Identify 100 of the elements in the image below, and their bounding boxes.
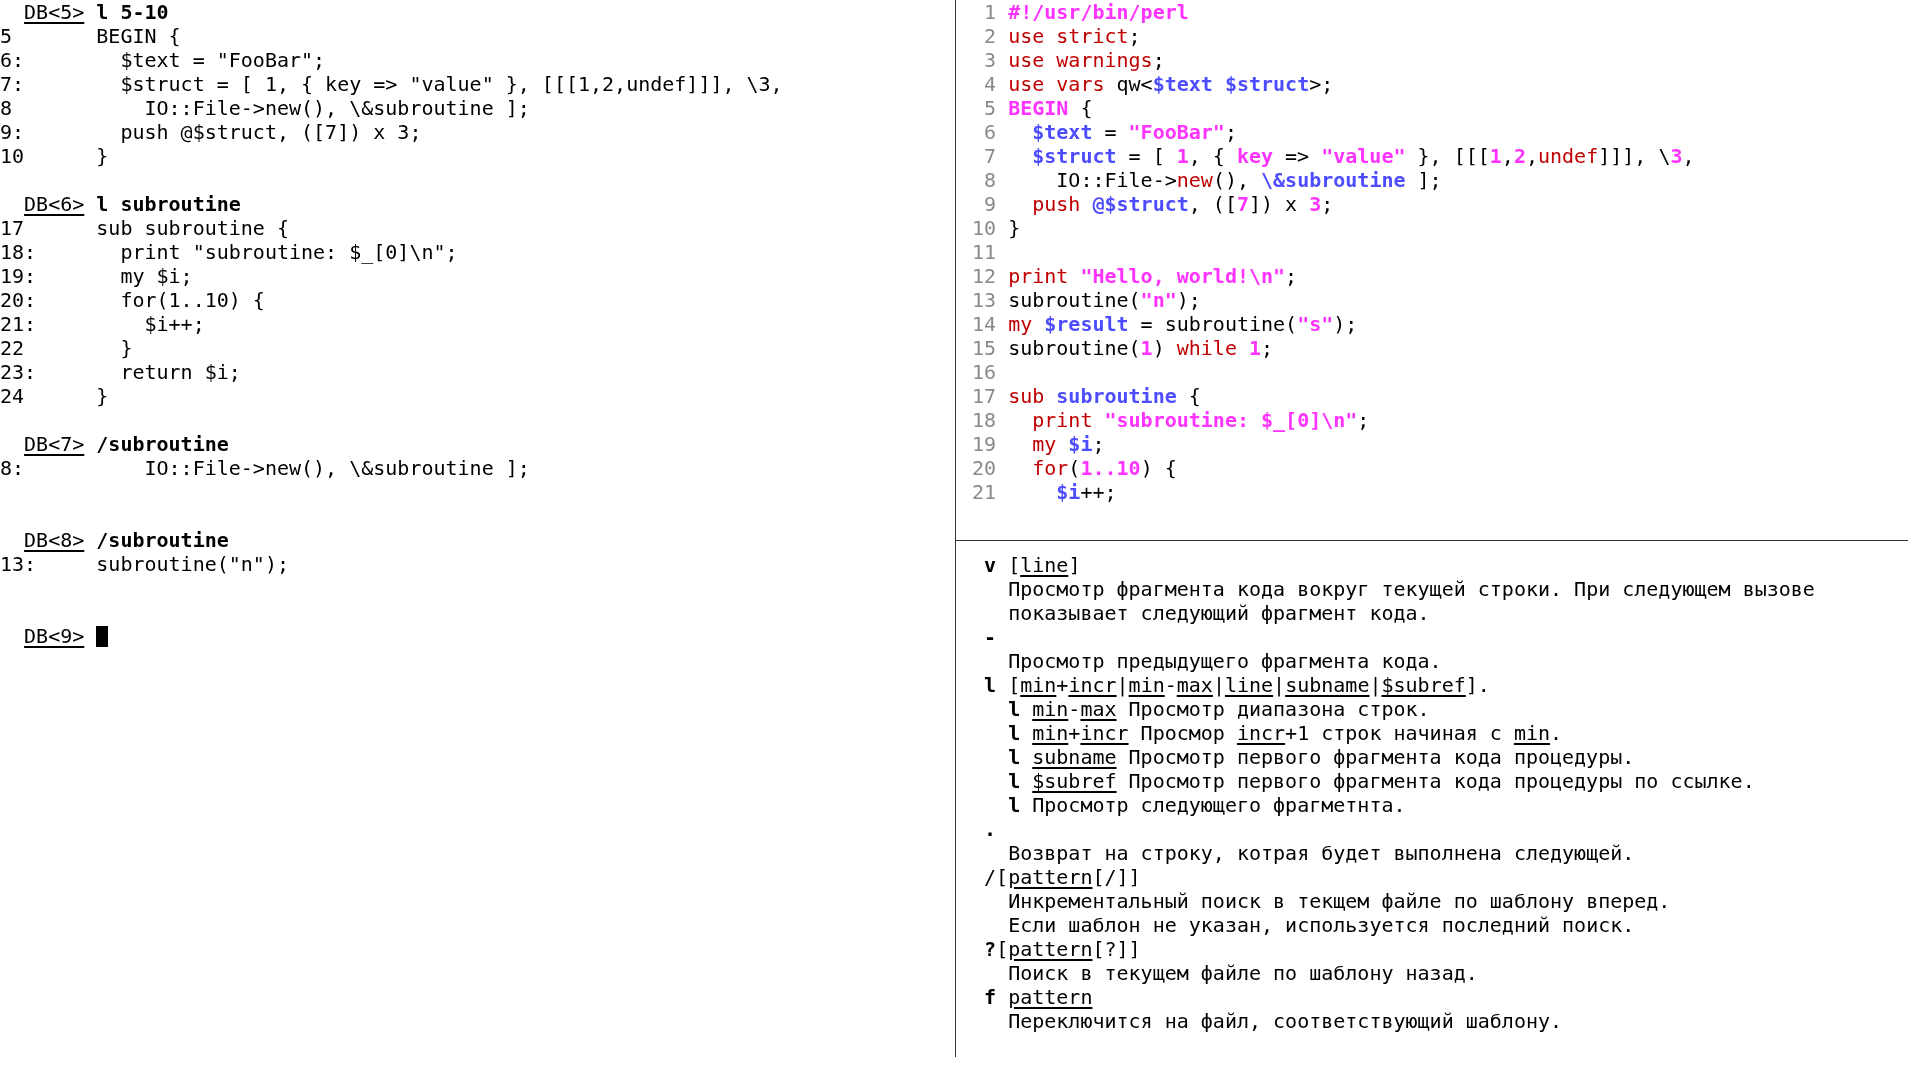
code-token: ++; — [1080, 480, 1117, 504]
code-token: = [ — [1128, 144, 1165, 168]
code-token: ; — [1357, 408, 1370, 432]
parameter-term: incr — [1236, 721, 1286, 745]
code-token: use warnings — [1008, 48, 1153, 72]
code-token: 2 — [1513, 144, 1526, 168]
code-line: sub subroutine { — [96, 216, 289, 240]
code-token: new — [1176, 168, 1213, 192]
line-number: 10 — [0, 144, 25, 168]
line-number: 20: — [0, 288, 37, 312]
line-number: 22 — [0, 336, 25, 360]
code-line: print "subroutine: $_[0]\n"; — [120, 240, 458, 264]
code-token: 7 — [1236, 192, 1249, 216]
code-token: push — [1032, 192, 1081, 216]
command-key: l — [1008, 721, 1021, 745]
debugger-command: l 5-10 — [96, 0, 169, 24]
code-token: sub — [1008, 384, 1045, 408]
line-number: 12 — [972, 264, 997, 288]
code-line: IO::File->new(), \&subroutine ]; — [144, 96, 530, 120]
code-token: "Hello, world!\n" — [1080, 264, 1286, 288]
command-key: l — [1008, 769, 1021, 793]
command-key: f — [984, 985, 997, 1009]
code-line: $i++; — [144, 312, 205, 336]
line-number: 6 — [984, 120, 997, 144]
code-token: ; — [1092, 432, 1105, 456]
code-token: undef — [1537, 144, 1599, 168]
code-token: ; — [1152, 48, 1165, 72]
line-number: 21: — [0, 312, 37, 336]
help-text: Поиск в текущем файле по шаблону назад. — [1008, 961, 1478, 985]
code-token: $i — [1056, 480, 1081, 504]
debugger-prompt: DB<8> — [24, 528, 85, 552]
code-token: { — [1188, 384, 1201, 408]
code-line: } — [96, 384, 109, 408]
line-number: 6: — [0, 48, 25, 72]
code-token: , ([ — [1188, 192, 1237, 216]
code-token: qw< — [1116, 72, 1153, 96]
line-number: 5 — [0, 24, 13, 48]
command-key: l — [984, 673, 997, 697]
code-token: \&subroutine — [1261, 168, 1406, 192]
code-token: "subroutine: $_[0]\n" — [1104, 408, 1358, 432]
code-token: subroutine( — [1008, 288, 1141, 312]
help-text: [ — [996, 937, 1009, 961]
help-text: Просмор — [1140, 721, 1225, 745]
code-token: "s" — [1297, 312, 1334, 336]
code-token: ; — [1285, 264, 1298, 288]
code-token: ) — [1152, 336, 1165, 360]
line-number: 18 — [972, 408, 997, 432]
debugger-command: /subroutine — [96, 432, 229, 456]
code-token: BEGIN — [1008, 96, 1069, 120]
code-token: my — [1008, 312, 1033, 336]
command-key: l — [1008, 697, 1021, 721]
code-token: 1 — [1249, 336, 1262, 360]
line-number: 10 — [972, 216, 997, 240]
code-token: 1 — [1176, 144, 1189, 168]
debugger-prompt: DB<5> — [24, 0, 85, 24]
code-line: for(1..10) { — [120, 288, 265, 312]
parameter-term: min — [1128, 673, 1165, 697]
line-number: 8 — [0, 96, 13, 120]
parameter-term: min — [1032, 697, 1069, 721]
code-token: ]]], \ — [1598, 144, 1671, 168]
line-number: 16 — [972, 360, 997, 384]
parameter-term: pattern — [1008, 937, 1093, 961]
line-number: 9 — [984, 192, 997, 216]
parameter-term: $subref — [1381, 673, 1466, 697]
code-token: $text — [1032, 120, 1093, 144]
code-token: , — [1682, 144, 1695, 168]
debugger-command: l subroutine — [96, 192, 241, 216]
line-number: 2 — [984, 24, 997, 48]
parameter-term: min — [1020, 673, 1057, 697]
code-token: (), — [1212, 168, 1249, 192]
code-line: BEGIN { — [96, 24, 181, 48]
code-token: $i — [1068, 432, 1093, 456]
code-token: print — [1032, 408, 1093, 432]
code-token: IO::File-> — [1056, 168, 1177, 192]
code-token: ); — [1176, 288, 1201, 312]
line-number: 7: — [0, 72, 25, 96]
command-key: v — [984, 553, 997, 577]
code-token: my — [1032, 432, 1057, 456]
code-token: } — [1008, 216, 1021, 240]
line-number: 5 — [984, 96, 997, 120]
line-number: 20 — [972, 456, 997, 480]
code-token: 1 — [1489, 144, 1502, 168]
line-number: 4 — [984, 72, 997, 96]
code-token: $text $struct — [1152, 72, 1310, 96]
help-text: ]. — [1465, 673, 1490, 697]
help-text: | — [1369, 673, 1382, 697]
parameter-term: max — [1176, 673, 1213, 697]
code-line: } — [120, 336, 133, 360]
code-token: ; — [1261, 336, 1274, 360]
code-token: ; — [1321, 192, 1334, 216]
parameter-term: subname — [1032, 745, 1117, 769]
line-number: 19: — [0, 264, 37, 288]
code-token: use vars — [1008, 72, 1105, 96]
code-token: key — [1236, 144, 1274, 168]
command-key: - — [984, 625, 997, 649]
line-number: 17 — [0, 216, 25, 240]
code-line: my $i; — [120, 264, 193, 288]
code-token: ]) x — [1249, 192, 1298, 216]
code-token: for — [1032, 456, 1069, 480]
command-key: l — [1008, 793, 1021, 817]
